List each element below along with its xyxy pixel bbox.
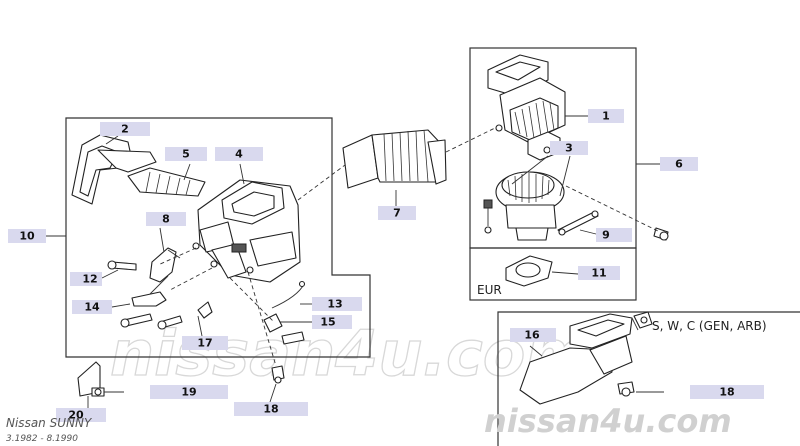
svg-text:9: 9 [602,229,610,242]
part-intake-housing [487,54,566,161]
svg-text:18: 18 [263,403,278,416]
callout-10[interactable]: 10 [8,229,46,243]
svg-text:8: 8 [162,213,170,226]
part-screw-14 [120,313,153,328]
svg-text:17: 17 [197,337,212,350]
callout-20[interactable]: 20 [56,408,106,422]
dash-link [169,267,213,291]
callout-7[interactable]: 7 [378,206,416,220]
frame-heater-unit [65,117,371,358]
svg-text:7: 7 [393,207,401,220]
callout-15[interactable]: 15 [312,315,352,329]
part-filter [127,167,206,197]
svg-text:20: 20 [68,409,84,422]
callout-3[interactable]: 3 [550,141,588,155]
frame-eur-variant [469,247,637,301]
callout-6[interactable]: 6 [660,157,698,171]
callout-19[interactable]: 19 [150,385,228,399]
part-lever-8 [149,247,181,283]
callout-4[interactable]: 4 [215,147,263,161]
model-dates: 3.1982 - 8.1990 [6,434,78,444]
label-variant: S, W, C (GEN, ARB) [652,319,767,333]
svg-text:14: 14 [84,301,100,314]
label-eur: EUR [477,283,502,297]
svg-text:15: 15 [320,316,335,329]
part-duct [342,129,447,189]
svg-text:19: 19 [181,386,196,399]
dash-screw [565,185,661,233]
part-variant-duct [519,311,653,405]
callout-14[interactable]: 14 [72,300,112,314]
callout-9[interactable]: 9 [596,228,632,242]
model-name: Nissan SUNNY [6,416,93,430]
part-eur-cover [505,255,553,287]
part-screw-17 [157,301,213,330]
svg-text:13: 13 [327,298,342,311]
part-heater-case [192,179,301,283]
svg-text:4: 4 [235,148,243,161]
dash-duct-housing [445,127,496,153]
frame-variant-box [497,311,800,446]
part-cable-13 [271,280,306,309]
callout-5[interactable]: 5 [165,147,207,161]
svg-text:6: 6 [675,158,683,171]
part-foot-duct [71,134,157,205]
callout-18-right[interactable]: 18 [690,385,764,399]
svg-text:2: 2 [121,123,129,136]
callout-2[interactable]: 2 [100,122,150,136]
svg-text:10: 10 [19,230,35,243]
watermark-corner: nissan4u.com [484,402,732,440]
callout-16[interactable]: 16 [510,328,556,342]
part-screw-12 [107,260,137,271]
callout-17[interactable]: 17 [182,336,228,350]
callout-11[interactable]: 11 [578,266,620,280]
part-screw-18-left [271,365,285,384]
callout-12[interactable]: 12 [70,272,102,286]
callout-13[interactable]: 13 [312,297,362,311]
svg-text:11: 11 [591,267,606,280]
leader-lines [46,115,664,408]
part-blower-motor [483,171,565,241]
svg-text:5: 5 [182,148,190,161]
svg-text:18: 18 [719,386,734,399]
dash-screw-18 [247,271,277,367]
svg-text:1: 1 [602,110,610,123]
part-clip-15 [263,313,305,345]
part-bracket-20 [77,361,105,397]
callout-8[interactable]: 8 [146,212,186,226]
dash-case-duct [297,164,346,201]
dash-clip [229,277,275,323]
part-link-14 [131,275,169,307]
part-screw-18-right [617,381,635,397]
callout-1[interactable]: 1 [588,109,624,123]
part-blower-bracket [557,210,599,236]
svg-text:3: 3 [565,142,573,155]
svg-text:16: 16 [524,329,540,342]
svg-text:12: 12 [82,273,97,286]
callout-18-left[interactable]: 18 [234,402,308,416]
